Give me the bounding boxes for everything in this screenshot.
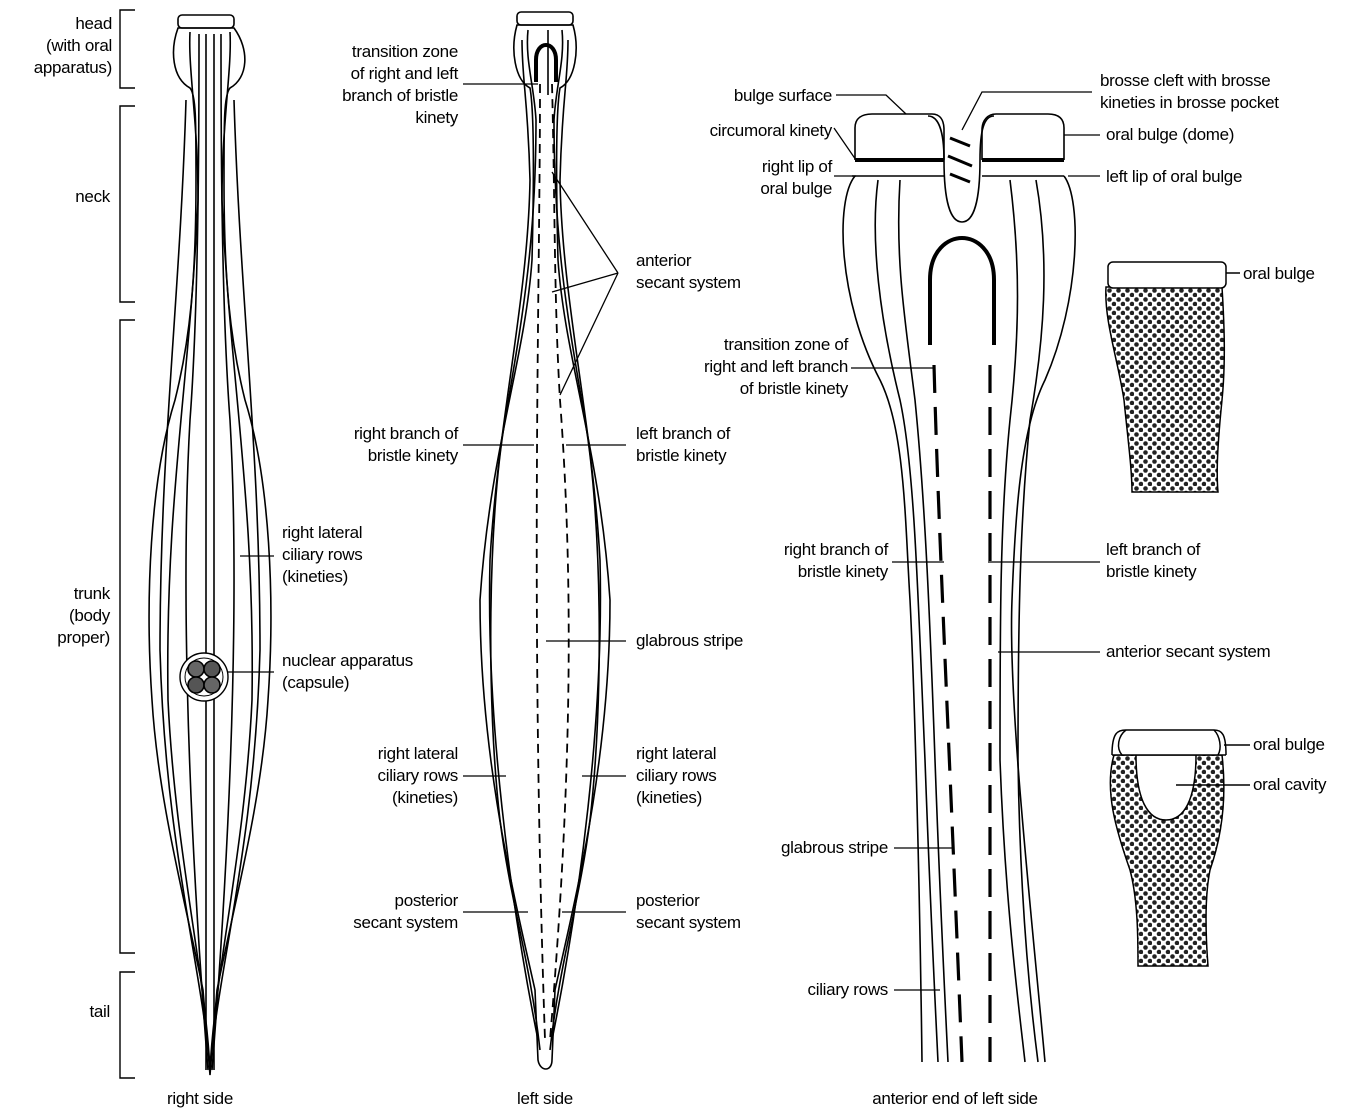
label-transition-zone: transition zone of right and left branch… <box>290 41 458 129</box>
label-anterior-secant-anterior: anterior secant system <box>1106 641 1270 663</box>
label-glabrous-stripe: glabrous stripe <box>636 630 743 652</box>
caption-left-side: left side <box>465 1088 625 1110</box>
left-side-bristle-kinety <box>537 84 569 1040</box>
left-side-leaders <box>463 84 626 912</box>
left-side-cell <box>480 12 610 1069</box>
label-circumoral-kinety: circumoral kinety <box>640 120 832 142</box>
label-left-branch-anterior: left branch of bristle kinety <box>1106 539 1200 583</box>
bracket-label-trunk: trunk (body proper) <box>10 583 110 649</box>
inset-oral-cavity <box>1110 730 1250 966</box>
label-left-lip: left lip of oral bulge <box>1106 166 1242 188</box>
label-ciliary-rows: ciliary rows <box>700 979 888 1001</box>
label-right-branch-anterior: right branch of bristle kinety <box>700 539 888 583</box>
label-glabrous-stripe-anterior: glabrous stripe <box>700 837 888 859</box>
label-inset-oral-bulge-bottom: oral bulge <box>1253 734 1325 756</box>
label-right-branch: right branch of bristle kinety <box>290 423 458 467</box>
label-brosse-cleft: brosse cleft with brosse kineties in bro… <box>1100 70 1279 114</box>
label-anterior-secant: anterior secant system <box>636 250 741 294</box>
label-inset-oral-bulge-top: oral bulge <box>1243 263 1315 285</box>
label-transition-zone-anterior: transition zone of right and left branch… <box>640 334 848 400</box>
label-nuclear-apparatus: nuclear apparatus (capsule) <box>282 650 413 694</box>
label-oral-bulge-dome: oral bulge (dome) <box>1106 124 1234 146</box>
label-right-lateral-rows-left: right lateral ciliary rows (kineties) <box>290 743 458 809</box>
label-right-lip: right lip of oral bulge <box>660 156 832 200</box>
right-side-cell <box>149 15 271 1075</box>
label-bulge-surface: bulge surface <box>660 85 832 107</box>
caption-anterior-end: anterior end of left side <box>820 1088 1090 1110</box>
label-left-branch: left branch of bristle kinety <box>636 423 730 467</box>
caption-right-side: right side <box>120 1088 280 1110</box>
bracket-label-tail: tail <box>30 1001 110 1023</box>
bracket-label-neck: neck <box>30 186 110 208</box>
bracket-label-head: head (with oral apparatus) <box>0 13 112 79</box>
label-right-lateral-rows-right: right lateral ciliary rows (kineties) <box>636 743 716 809</box>
label-posterior-secant-left: posterior secant system <box>290 890 458 934</box>
right-side-brackets <box>120 10 135 1078</box>
label-posterior-secant-right: posterior secant system <box>636 890 741 934</box>
label-right-lateral-rows: right lateral ciliary rows (kineties) <box>282 522 362 588</box>
label-inset-oral-cavity: oral cavity <box>1253 774 1326 796</box>
inset-oral-bulge <box>1106 262 1240 492</box>
anterior-end-drawing <box>843 114 1075 1062</box>
